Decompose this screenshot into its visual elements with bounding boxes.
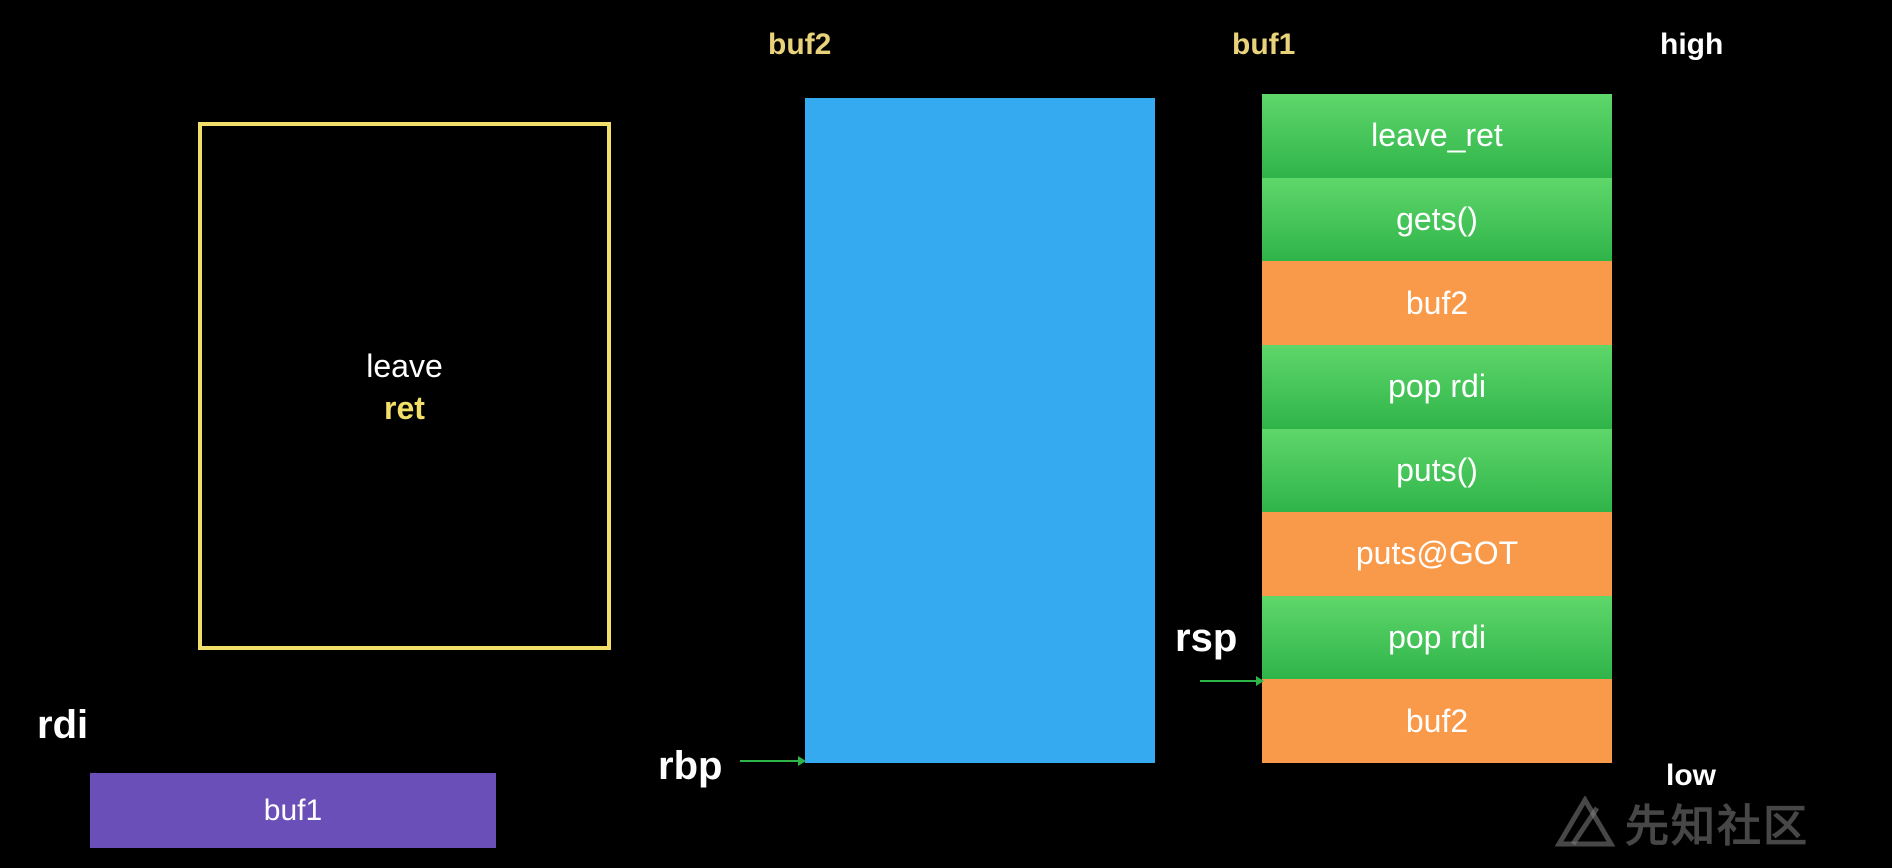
rdi-value-box: buf1 xyxy=(90,773,496,848)
instruction-text: leave ret xyxy=(198,345,611,429)
stack-slot-pop-rdi: pop rdi xyxy=(1262,344,1612,429)
stack-slot-buf2: buf2 xyxy=(1262,679,1612,763)
register-rsp-label: rsp xyxy=(1175,616,1238,660)
stack-slot-pop-rdi: pop rdi xyxy=(1262,595,1612,680)
stack-slot-buf2: buf2 xyxy=(1262,261,1612,345)
stack-slot-leave-ret: leave_ret xyxy=(1262,94,1612,178)
instruction-frame xyxy=(198,122,611,650)
buf1-stack: leave_ret gets() buf2 pop rdi puts() put… xyxy=(1262,94,1612,763)
instruction-ret: ret xyxy=(384,390,425,426)
register-rbp-label: rbp xyxy=(658,744,723,788)
logo-icon xyxy=(1555,796,1615,847)
buf2-memory-region xyxy=(805,98,1155,763)
buf1-column-label: buf1 xyxy=(1232,28,1296,61)
watermark: 先知社区 xyxy=(1555,792,1885,852)
stack-slot-gets: gets() xyxy=(1262,177,1612,262)
buf2-column-label: buf2 xyxy=(768,28,832,61)
rsp-arrow-icon xyxy=(1200,676,1264,686)
instruction-leave: leave xyxy=(366,348,443,384)
stack-slot-puts: puts() xyxy=(1262,428,1612,513)
register-rdi-label: rdi xyxy=(37,703,89,747)
watermark-text: 先知社区 xyxy=(1625,802,1809,851)
stack-slot-puts-got: puts@GOT xyxy=(1262,512,1612,596)
rbp-arrow-icon xyxy=(740,756,806,766)
low-address-label: low xyxy=(1666,759,1716,792)
high-address-label: high xyxy=(1660,28,1724,61)
